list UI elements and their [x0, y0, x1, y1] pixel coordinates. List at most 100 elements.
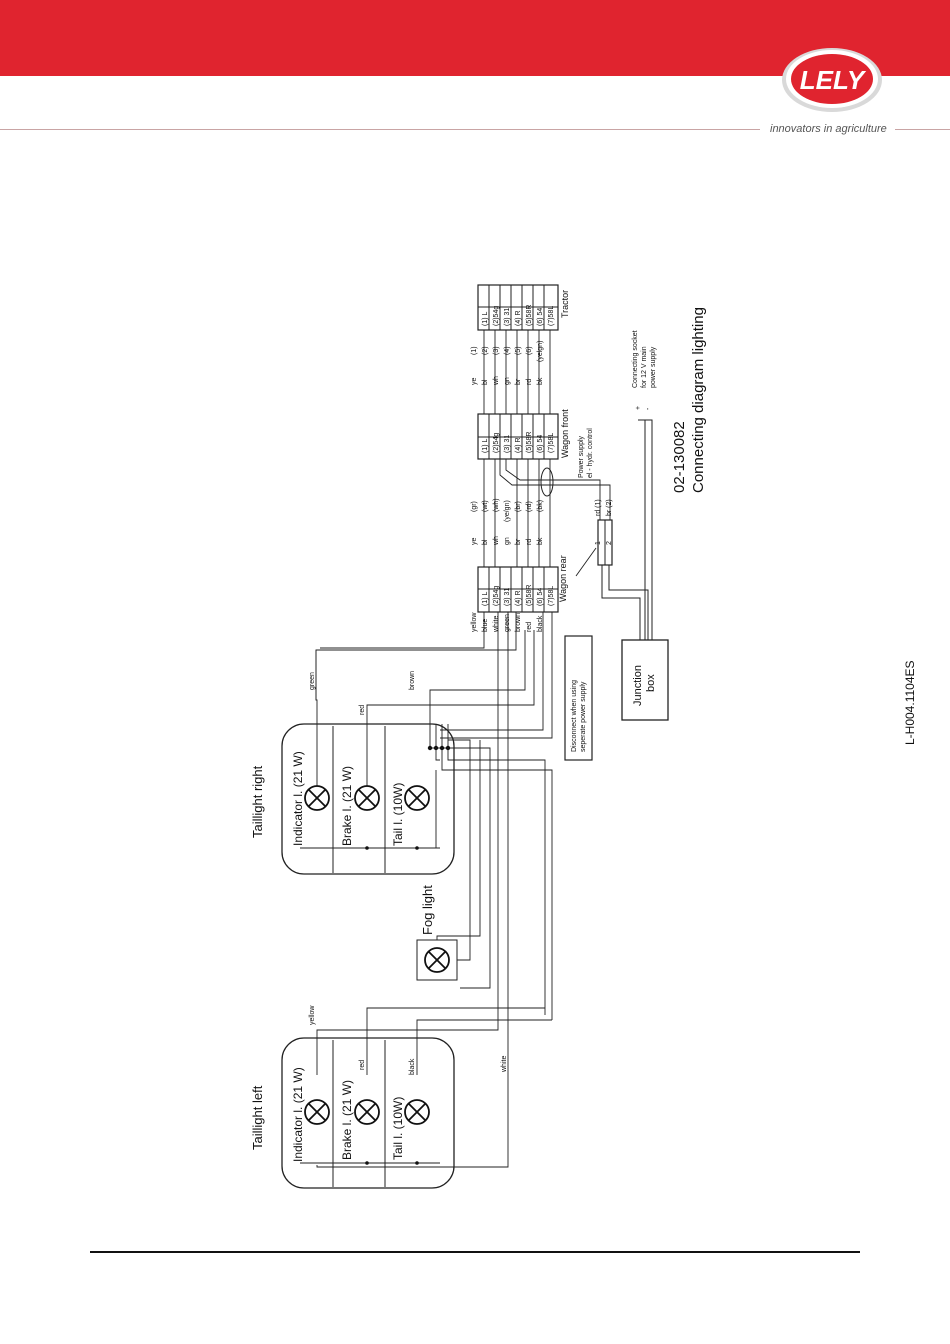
tractor-pin: (3) 31	[504, 308, 511, 326]
socket-cable	[638, 419, 653, 640]
wire-label-brown: brown	[409, 671, 416, 690]
plug-pin1: 1	[595, 541, 602, 545]
tractor-number: (5)	[515, 346, 522, 355]
rear-abbr: rd	[526, 539, 533, 545]
tractor-abbr: wh	[493, 376, 500, 386]
lamp-icon	[354, 1099, 380, 1125]
lamp-icon	[304, 1099, 330, 1125]
disconnect-line1: Disconnect when using	[571, 680, 578, 752]
wagon-front-label: Wagon front	[560, 409, 570, 458]
power-supply-line1: Power supply	[578, 435, 585, 478]
taillight-left-label: Taillight left	[250, 1085, 265, 1150]
tractor-pin: (5)58R	[526, 305, 533, 326]
plug-br-label: br (2)	[606, 499, 613, 516]
tractor-pin: (7)58L	[548, 306, 555, 326]
lamp-icon	[354, 785, 380, 811]
left-indicator-label: Indicator l. (21 W)	[291, 1067, 305, 1162]
fog-lamp-icon	[424, 947, 450, 973]
tractor-number: (1)	[471, 346, 478, 355]
taillight-right-label: Taillight right	[250, 765, 265, 838]
rear-pin: (3) 31	[504, 588, 511, 606]
socket-note-line1: Connecting socket	[632, 330, 639, 388]
tagline: innovators in agriculture	[770, 123, 887, 135]
rear-color: black	[537, 615, 544, 632]
rear-abbr: br	[515, 538, 522, 545]
header-rule	[0, 129, 760, 130]
junction-box-line1: Junction	[632, 665, 644, 706]
rear-color: yellow	[471, 612, 478, 632]
diagram-code: 02-130082	[671, 421, 688, 493]
logo-wordmark: LELY	[800, 65, 867, 95]
left-brake-label: Brake l. (21 W)	[340, 1080, 354, 1160]
diagram-title: Connecting diagram lighting	[690, 307, 707, 493]
front-pin: (4) R	[515, 437, 522, 453]
rear-abbr: gn	[504, 537, 511, 545]
wagon-rear-connector	[477, 566, 559, 613]
wire-label-green: green	[309, 672, 316, 690]
rear-pin: (4) R	[515, 590, 522, 606]
socket-plus: +	[635, 406, 642, 410]
lamp-icon	[404, 785, 430, 811]
front-pin: (6) 54	[537, 435, 544, 453]
tractor-abbr: rd	[526, 379, 533, 385]
tractor-abbr: bl	[482, 379, 489, 385]
tractor-abbr: bk	[537, 377, 544, 385]
two-pin-plug	[597, 519, 649, 640]
header-rule-right	[895, 129, 950, 130]
doc-code: L-H004.1104ES	[903, 660, 917, 745]
tractor-connector	[477, 284, 559, 331]
right-indicator-label: Indicator l. (21 W)	[291, 751, 305, 846]
wire-label-black: black	[409, 1058, 416, 1075]
tractor-number: (6)	[526, 346, 533, 355]
tractor-pin: (1) L	[482, 312, 489, 327]
rear-abbr-alt: (br)	[515, 501, 522, 512]
socket-note-line3: power supply	[650, 346, 657, 388]
tractor-abbr: br	[515, 378, 522, 385]
rear-abbr: bl	[482, 539, 489, 545]
front-pin: (2)54g	[493, 433, 500, 453]
front-pin: (3) 31	[504, 435, 511, 453]
lamp-symbols	[304, 785, 450, 1125]
tractor-abbr: gn	[504, 377, 511, 385]
rear-abbr-alt: (ye/gn)	[504, 500, 511, 522]
plug-pin2: 2	[606, 541, 613, 545]
rear-color: white	[493, 616, 500, 633]
rear-abbr: bk	[537, 537, 544, 545]
rear-pin: (1) L	[482, 592, 489, 607]
lamp-icon	[304, 785, 330, 811]
left-tail-label: Tail l. (10W)	[391, 1097, 405, 1160]
rear-color: green	[504, 614, 511, 632]
tractor-number: (4)	[504, 346, 511, 355]
plug-rd-label: rd (1)	[595, 499, 602, 516]
lamp-icon	[404, 1099, 430, 1125]
front-pin: (1) L	[482, 439, 489, 454]
rear-abbr-alt: (wt)	[482, 500, 489, 512]
socket-note-line2: for 12 V main	[641, 346, 648, 388]
fog-light-label: Fog light	[420, 885, 435, 935]
wire-label-red: red	[359, 705, 366, 715]
lely-logo: LELY	[782, 48, 882, 112]
tractor-pin: (4) R	[515, 310, 522, 326]
rear-pin: (5)58R	[526, 585, 533, 606]
tractor-number: (yelgn)	[537, 341, 544, 362]
tractor-number: (3)	[493, 346, 500, 355]
tractor-abbr: ye	[471, 378, 478, 386]
right-tail-label: Tail l. (10W)	[391, 783, 405, 846]
rear-abbr: ye	[471, 538, 478, 546]
rear-color: blue	[482, 619, 489, 632]
junction-box-line2: box	[645, 674, 657, 692]
rear-abbr-alt: (bk)	[537, 500, 544, 512]
rear-pin: (7)58L	[548, 586, 555, 606]
disconnect-line2: seperate power supply	[580, 681, 587, 752]
front-pin: (7)58L	[548, 433, 555, 453]
power-supply-line2: el - hydr. control	[587, 428, 594, 478]
rear-abbr-alt: (gr)	[471, 501, 478, 512]
junction-dots	[365, 745, 451, 1165]
wire-label-yellow: yellow	[309, 1005, 316, 1025]
rear-pin: (6) 54	[537, 588, 544, 606]
tractor-label: Tractor	[560, 290, 570, 318]
rear-abbr-alt: (wh)	[493, 498, 500, 512]
rear-pin: (2)54g	[493, 586, 500, 606]
wire-label-white: white	[501, 1056, 508, 1073]
